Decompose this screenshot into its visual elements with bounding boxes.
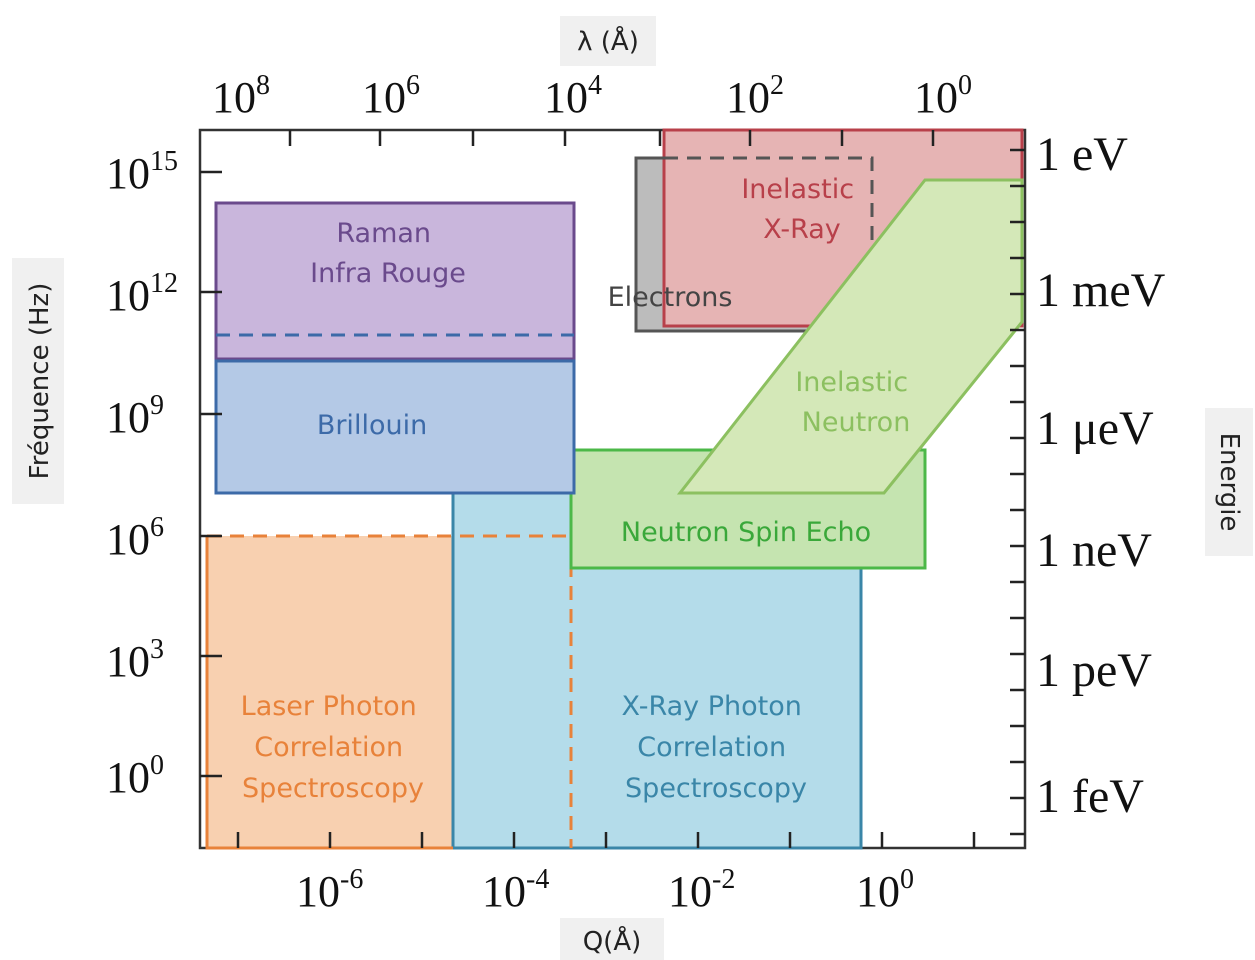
label-brillouin: Brillouin — [317, 410, 427, 441]
bottom-axis-title: Q(Å) — [583, 925, 642, 957]
bottom-axis-title-bg — [560, 918, 664, 960]
label-lpcs: Laser Photon Correlation Spectroscopy — [241, 691, 426, 804]
region-lpcs-dashed-border — [207, 534, 573, 848]
label-inelastic-xray: Inelastic X-Ray — [741, 174, 862, 245]
label-inelastic-neutron: Inelastic Neutron — [795, 367, 916, 438]
left-tick-label-1e0: 100 — [106, 750, 164, 802]
region-inelastic-neutron — [676, 178, 1024, 495]
label-electrons: Electrons — [608, 282, 733, 313]
energy-label-uev: 1 μeV — [1036, 402, 1154, 455]
energy-label-mev: 1 meV — [1036, 264, 1166, 317]
right-axis-title-bg — [1205, 408, 1253, 556]
tick-marks — [200, 130, 1025, 848]
top-tick-label-1e6: 106 — [362, 70, 420, 122]
bottom-tick-label-1e0: 100 — [856, 864, 914, 916]
bottom-tick-label-1e-4: 10-4 — [482, 864, 549, 916]
top-tick-label-1e8: 108 — [212, 70, 270, 122]
energy-label-ev: 1 eV — [1036, 128, 1128, 181]
right-axis-title: Energie — [1214, 433, 1244, 532]
top-tick-label-1e4: 104 — [544, 70, 602, 122]
left-tick-label-1e6: 106 — [106, 512, 164, 564]
top-axis-title-bg — [560, 16, 656, 66]
left-tick-label-1e3: 103 — [106, 634, 164, 686]
region-lpcs-solid-border — [205, 536, 453, 850]
region-electrons-dashed-border — [664, 156, 874, 333]
bottom-tick-label-1e-6: 10-6 — [296, 864, 363, 916]
label-xpcs: X-Ray Photon Correlation Spectroscopy — [622, 691, 811, 804]
top-tick-label-1e2: 102 — [726, 70, 784, 122]
left-tick-label-1e9: 109 — [106, 390, 164, 442]
energy-label-fev: 1 feV — [1036, 770, 1144, 823]
left-tick-label-1e15: 1015 — [106, 146, 178, 198]
label-raman: Raman Infra Rouge — [310, 218, 466, 289]
region-raman — [214, 201, 576, 361]
energy-label-nev: 1 neV — [1036, 524, 1152, 577]
left-axis-title-bg — [12, 258, 64, 504]
energy-label-pev: 1 peV — [1036, 644, 1152, 697]
region-brillouin — [214, 359, 576, 495]
label-nse: Neutron Spin Echo — [621, 517, 871, 548]
region-electrons-solid-border — [634, 156, 810, 333]
left-tick-label-1e12: 1012 — [106, 268, 178, 320]
bottom-tick-label-1e-2: 10-2 — [668, 864, 735, 916]
top-tick-label-1e0: 100 — [914, 70, 972, 122]
top-axis-title: λ (Å) — [577, 25, 639, 57]
left-axis-title: Fréquence (Hz) — [25, 283, 55, 480]
